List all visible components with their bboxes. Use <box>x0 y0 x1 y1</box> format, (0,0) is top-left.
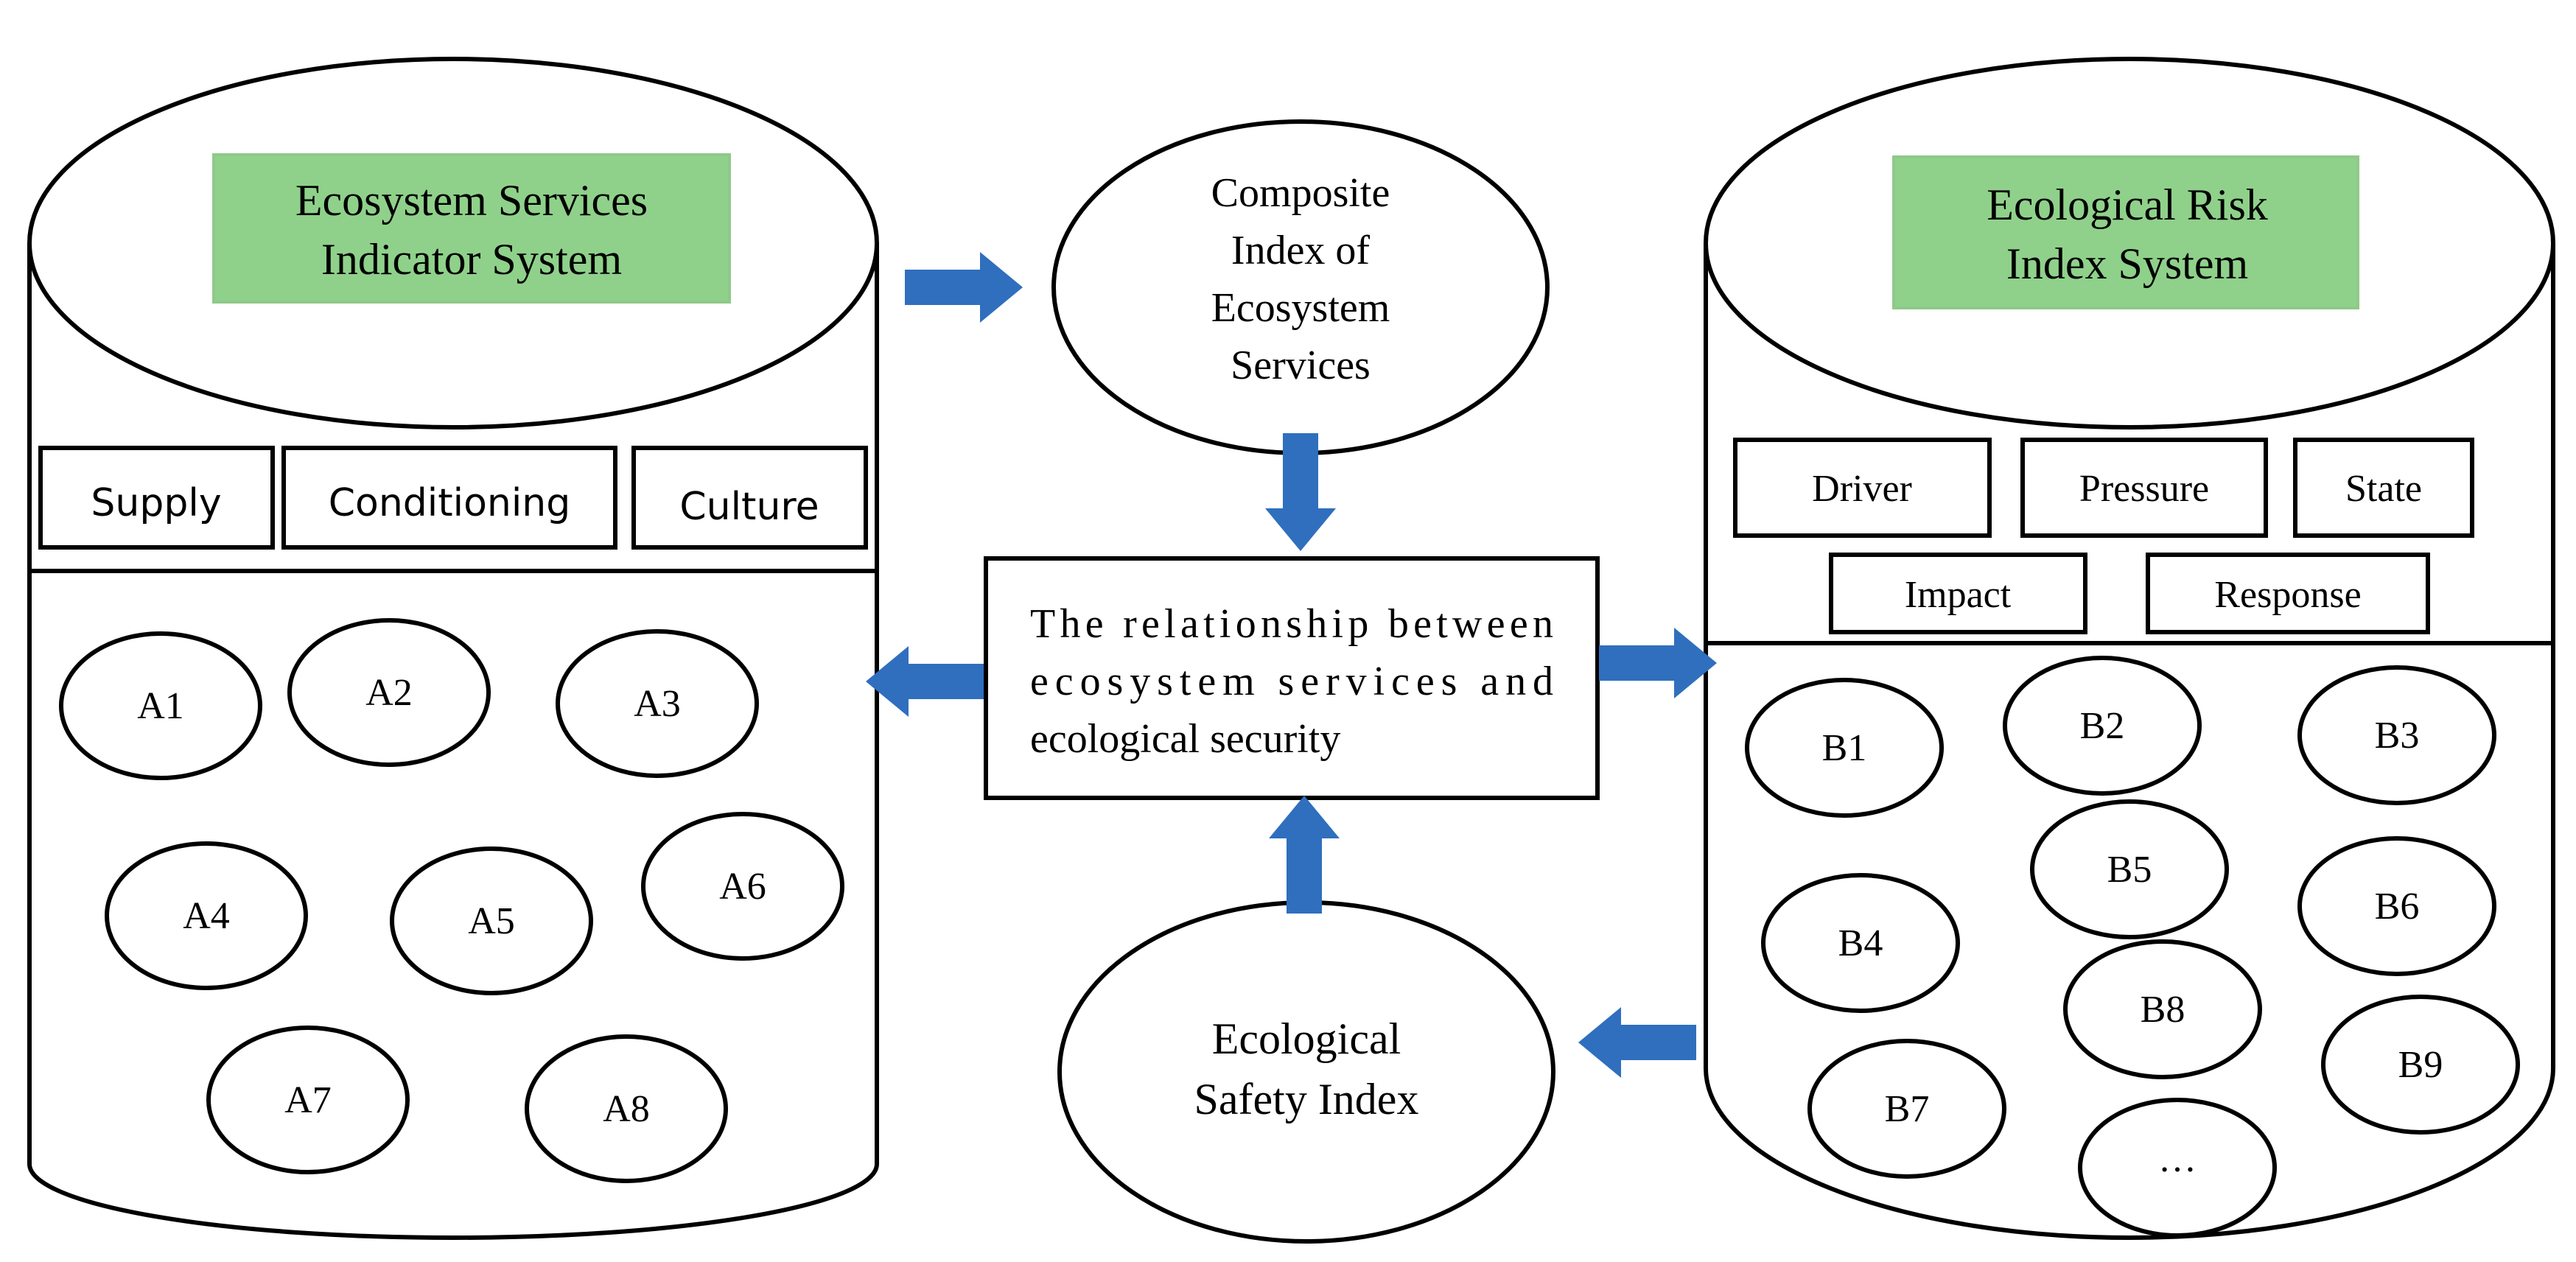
left-item-a1 <box>59 631 262 780</box>
right-item-b6 <box>2297 836 2496 976</box>
right-category-box-state <box>2293 438 2474 538</box>
left-category-supply: Supply <box>91 481 221 525</box>
right-item-label-more: … <box>2158 1138 2197 1180</box>
left-item-label-a8: A8 <box>603 1088 650 1130</box>
right-item-b7 <box>1807 1039 2006 1179</box>
right-item-b5 <box>2030 799 2229 939</box>
composite-index-line2: Index of <box>1231 228 1371 273</box>
right-item-b8 <box>2063 939 2262 1079</box>
left-category-culture: Culture <box>679 485 819 529</box>
arrow-right-to-composite-icon <box>905 252 1023 323</box>
safety-index-line2: Safety Index <box>1194 1075 1419 1123</box>
right-item-label-b5: B5 <box>2107 849 2152 891</box>
right-category-state: State <box>2345 468 2422 510</box>
right-item-label-b4: B4 <box>1838 922 1883 964</box>
arrow-left-to-safety-index-icon <box>1578 1007 1696 1078</box>
left-item-label-a7: A7 <box>284 1079 332 1121</box>
right-items <box>1745 656 2520 1238</box>
left-item-a5 <box>390 846 593 995</box>
left-item-a8 <box>525 1034 728 1183</box>
right-title-box: Ecological Risk Index System <box>1892 155 2359 309</box>
right-category-driver: Driver <box>1812 468 1912 510</box>
left-title-line1: Ecosystem Services <box>295 176 648 225</box>
left-item-label-a6: A6 <box>719 866 766 908</box>
relationship-line3: ecological security <box>1030 716 1340 762</box>
right-item-b9 <box>2321 995 2520 1135</box>
safety-index-line1: Ecological <box>1212 1014 1401 1063</box>
left-title-box: Ecosystem Services Indicator System <box>212 153 731 304</box>
left-cylinder-body <box>27 243 879 1240</box>
composite-index-line4: Services <box>1231 343 1371 388</box>
left-category-conditioning: Conditioning <box>329 481 571 525</box>
left-item-a2 <box>287 618 491 767</box>
right-item-b3 <box>2297 665 2496 805</box>
left-item-label-a3: A3 <box>634 683 681 725</box>
right-category-impact: Impact <box>1905 574 2012 616</box>
right-item-label-b9: B9 <box>2398 1044 2443 1086</box>
right-category-box-impact <box>1829 553 2087 634</box>
right-categories <box>1733 438 2474 634</box>
right-cylinder <box>1704 57 2555 1240</box>
right-title-line2: Index System <box>2006 239 2248 288</box>
right-item-b4 <box>1761 873 1960 1013</box>
right-title-background <box>1892 155 2359 309</box>
composite-index-line1: Composite <box>1211 170 1390 216</box>
relationship-box <box>984 556 1600 800</box>
right-title-line1: Ecological Risk <box>1987 180 2268 229</box>
left-item-label-a5: A5 <box>468 900 515 942</box>
left-title-background <box>212 153 731 304</box>
left-categories <box>38 446 868 550</box>
left-item-label-a4: A4 <box>183 895 230 937</box>
right-item-label-b6: B6 <box>2375 886 2420 928</box>
right-item-label-b3: B3 <box>2375 715 2420 757</box>
right-item-label-b7: B7 <box>1885 1088 1930 1130</box>
right-category-box-driver <box>1733 438 1992 538</box>
right-item-b1 <box>1745 678 1944 818</box>
relationship-line2: ecosystem services and <box>1030 659 1553 704</box>
composite-index-line3: Ecosystem <box>1211 285 1390 331</box>
left-title-line2: Indicator System <box>321 235 622 284</box>
right-category-response: Response <box>2214 574 2361 616</box>
right-category-pressure: Pressure <box>2079 468 2209 510</box>
arrow-right-to-risk-system-icon <box>1599 628 1717 698</box>
left-item-label-a1: A1 <box>137 685 184 727</box>
left-items <box>59 618 844 1183</box>
left-cylinder-top <box>27 57 879 430</box>
left-item-a6 <box>641 812 844 961</box>
left-category-box-supply <box>38 446 275 550</box>
left-category-box-conditioning <box>281 446 617 550</box>
left-item-label-a2: A2 <box>365 672 413 714</box>
left-item-a4 <box>105 841 308 990</box>
safety-index-ellipse <box>1057 900 1555 1244</box>
arrow-up-to-relationship-icon <box>1269 796 1340 914</box>
right-category-box-pressure <box>2020 438 2268 538</box>
right-cylinder-body <box>1704 243 2555 1240</box>
right-item-label-b8: B8 <box>2141 989 2185 1031</box>
left-category-box-culture <box>631 446 868 550</box>
right-item-b2 <box>2003 656 2202 796</box>
right-category-box-response <box>2146 553 2430 634</box>
arrow-left-to-es-system-icon <box>866 646 984 717</box>
left-item-a3 <box>556 629 759 778</box>
right-item-more <box>2078 1098 2277 1238</box>
left-item-a7 <box>206 1026 410 1174</box>
right-cylinder-top <box>1704 57 2555 430</box>
right-item-label-b2: B2 <box>2080 705 2125 747</box>
right-item-label-b1: B1 <box>1822 727 1867 769</box>
relationship-line1: The relationship between <box>1030 601 1553 647</box>
left-cylinder <box>27 57 879 1240</box>
